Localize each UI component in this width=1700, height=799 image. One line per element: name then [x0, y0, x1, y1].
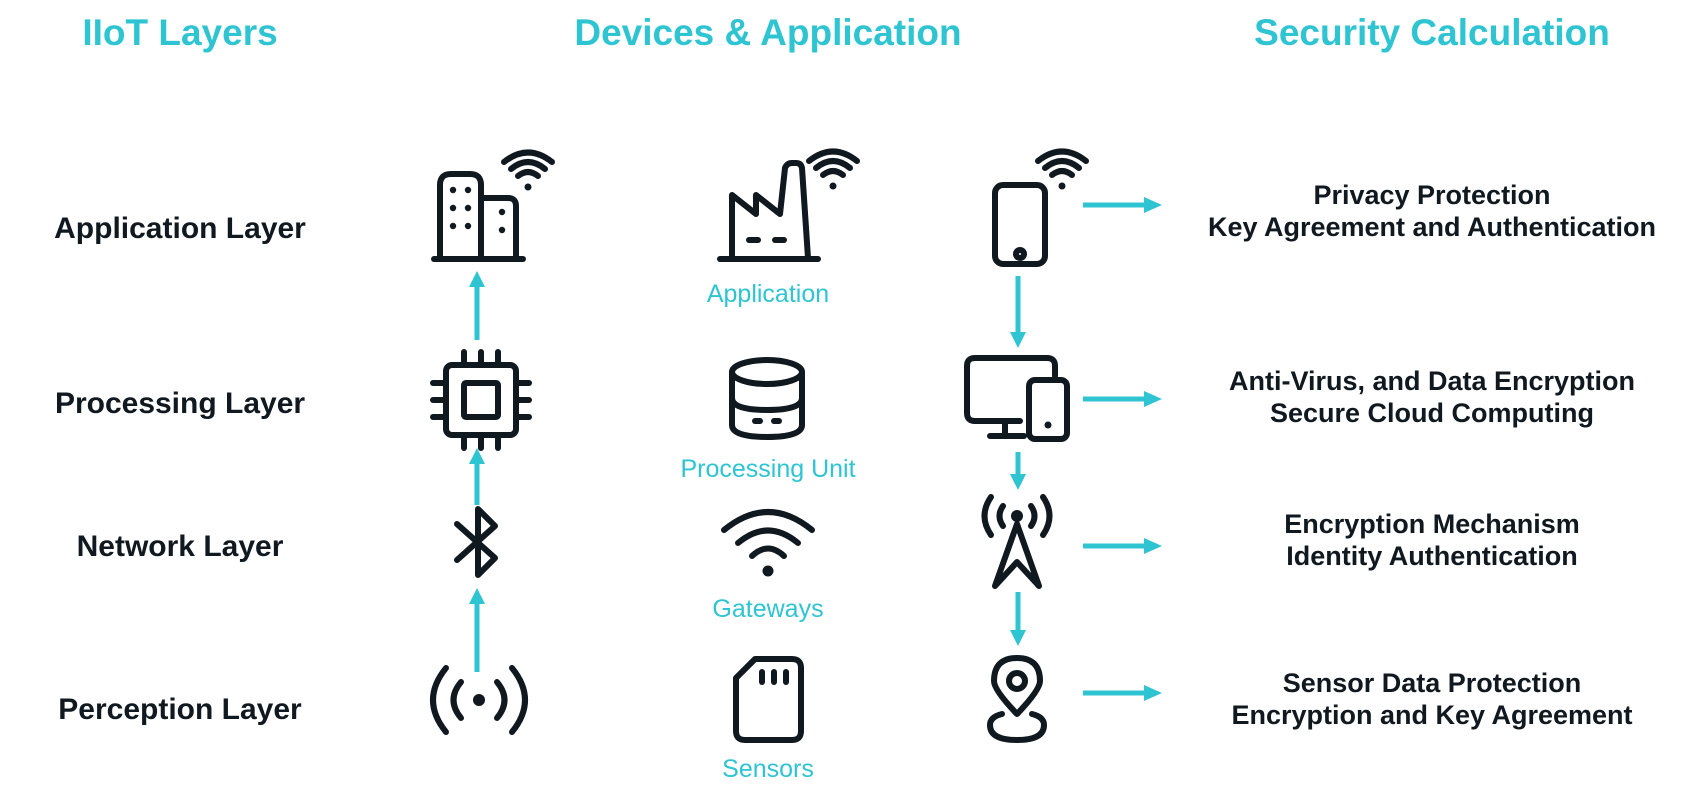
layer-processing: Processing Layer — [54, 387, 306, 420]
device-label-processing-unit: Processing Unit — [680, 455, 856, 483]
buildings-wifi-icon — [431, 149, 555, 262]
header-iiot-layers: IIoT Layers — [82, 12, 278, 53]
computer-devices-icon — [964, 355, 1070, 442]
arrow-to-security-network — [1083, 538, 1162, 554]
bluetooth-icon — [454, 506, 498, 578]
arrow-computer-to-tower — [1010, 452, 1026, 490]
smartphone-wifi-icon — [992, 148, 1089, 267]
security-line: Identity Authentication — [1286, 541, 1578, 571]
arrow-network-to-processing — [469, 448, 485, 505]
arrow-phone-to-computer — [1010, 276, 1026, 348]
sd-card-icon — [733, 656, 804, 743]
security-item-processing: Anti-Virus, and Data Encryption Secure C… — [1172, 365, 1692, 429]
arrow-to-security-application — [1083, 197, 1162, 213]
security-line: Privacy Protection — [1313, 180, 1551, 210]
device-label-gateways: Gateways — [712, 595, 824, 623]
arrow-tower-to-pin — [1010, 592, 1026, 646]
antenna-tower-icon — [981, 494, 1053, 589]
security-line: Secure Cloud Computing — [1270, 398, 1594, 428]
security-line: Sensor Data Protection — [1282, 668, 1582, 698]
security-line: Anti-Virus, and Data Encryption — [1228, 366, 1636, 396]
factory-wifi-icon — [717, 148, 860, 262]
security-line: Encryption Mechanism — [1284, 509, 1580, 539]
security-item-network: Encryption Mechanism Identity Authentica… — [1172, 508, 1692, 572]
header-security-calculation: Security Calculation — [1254, 12, 1610, 53]
cpu-chip-icon — [430, 349, 532, 451]
security-line: Key Agreement and Authentication — [1207, 212, 1657, 242]
arrow-perception-to-network — [469, 588, 485, 672]
layer-network: Network Layer — [76, 530, 284, 563]
security-item-application: Privacy Protection Key Agreement and Aut… — [1172, 179, 1692, 243]
database-icon — [729, 357, 805, 440]
device-label-sensors: Sensors — [722, 755, 814, 783]
header-devices-application: Devices & Application — [574, 12, 962, 53]
layer-application: Application Layer — [54, 212, 306, 245]
layer-perception: Perception Layer — [58, 693, 302, 726]
location-pin-icon — [987, 655, 1047, 743]
arrow-processing-to-application — [469, 271, 485, 340]
arrow-to-security-processing — [1083, 391, 1162, 407]
broadcast-signal-icon — [430, 665, 528, 735]
security-item-perception: Sensor Data Protection Encryption and Ke… — [1172, 667, 1692, 731]
security-line: Encryption and Key Agreement — [1231, 700, 1633, 730]
arrow-to-security-perception — [1083, 685, 1162, 701]
device-label-application: Application — [706, 280, 830, 308]
wifi-icon — [721, 509, 815, 577]
